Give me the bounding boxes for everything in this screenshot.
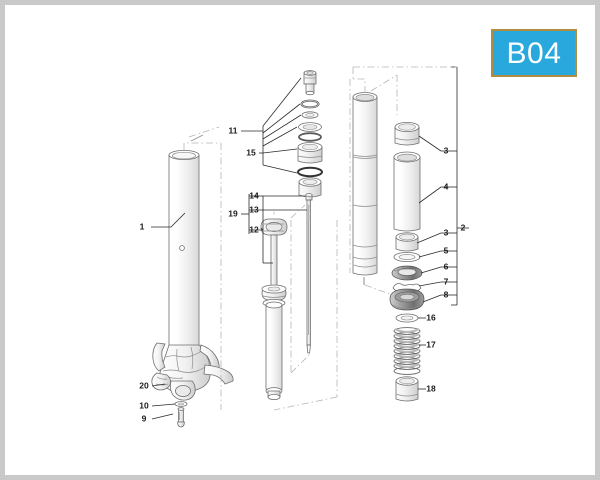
callout-bracket-11 <box>241 77 302 174</box>
damper-cartridge-assembly[interactable] <box>260 193 313 400</box>
callout-label-5[interactable]: 5 <box>444 245 449 255</box>
callout-leaders-spring <box>418 317 426 390</box>
bushing-lower[interactable] <box>395 232 419 252</box>
callout-label-6[interactable]: 6 <box>444 261 449 271</box>
fork-top-cap[interactable] <box>303 70 317 96</box>
callout-label-7[interactable]: 7 <box>444 276 449 286</box>
fork-spring[interactable] <box>393 327 421 375</box>
washer-small[interactable] <box>174 401 188 407</box>
callout-label-15[interactable]: 15 <box>246 147 256 157</box>
inner-tube[interactable] <box>393 151 421 232</box>
callout-bracket-19 <box>241 194 307 264</box>
callout-label-4[interactable]: 4 <box>444 181 449 191</box>
callout-label-8[interactable]: 8 <box>444 289 449 299</box>
spacer-tube[interactable] <box>395 376 419 402</box>
washer-top[interactable] <box>301 111 319 119</box>
seal-ring-mid[interactable] <box>298 122 322 132</box>
spring-seat-washer[interactable] <box>395 313 419 323</box>
callout-label-16[interactable]: 16 <box>426 312 436 322</box>
o-ring-large[interactable] <box>297 166 323 178</box>
callout-label-18[interactable]: 18 <box>426 383 436 393</box>
alignment-lines-cartridge <box>273 195 338 411</box>
o-ring-top[interactable] <box>300 99 320 109</box>
alignment-lines-group1 <box>183 126 222 410</box>
callout-leader-1 <box>151 212 186 228</box>
callout-label-13[interactable]: 13 <box>249 204 259 214</box>
callout-label-9[interactable]: 9 <box>142 413 147 423</box>
callout-leaders-small <box>151 383 176 420</box>
o-ring-mid[interactable] <box>298 132 322 142</box>
lower-collar[interactable] <box>298 177 322 198</box>
brake-hose-guide[interactable] <box>151 372 171 391</box>
callout-bracket-2 <box>352 66 469 306</box>
bolt[interactable] <box>177 407 185 428</box>
callout-label-20[interactable]: 20 <box>139 380 149 390</box>
damper-rod[interactable] <box>306 199 311 354</box>
oil-seal[interactable] <box>391 265 423 281</box>
callout-label-2[interactable]: 2 <box>461 222 466 232</box>
callout-label-3a[interactable]: 3 <box>444 145 449 155</box>
callout-label-17[interactable]: 17 <box>426 339 436 349</box>
top-cap-seal-stack[interactable] <box>297 70 323 198</box>
spacer-collar[interactable] <box>297 142 323 164</box>
parts-diagram-svg: .ln { stroke:#6e6e6e; stroke-width:0.8; … <box>139 66 469 428</box>
callout-label-1[interactable]: 1 <box>140 221 145 231</box>
callout-label-12[interactable]: 12 <box>249 224 259 234</box>
rebound-adjuster[interactable] <box>260 218 288 236</box>
dust-seal[interactable] <box>389 288 425 311</box>
callout-label-3b[interactable]: 3 <box>444 227 449 237</box>
callout-label-11[interactable]: 11 <box>229 125 238 135</box>
bushing-upper[interactable] <box>394 122 420 146</box>
inner-tube-long[interactable] <box>352 92 378 286</box>
fork-outer-tube-assembly[interactable] <box>152 149 234 401</box>
callout-label-10[interactable]: 10 <box>139 400 149 410</box>
callout-label-19[interactable]: 19 <box>228 208 238 218</box>
callout-label-14[interactable]: 14 <box>249 190 259 200</box>
washer[interactable] <box>393 251 421 262</box>
page-code-badge: B04 <box>491 29 577 77</box>
